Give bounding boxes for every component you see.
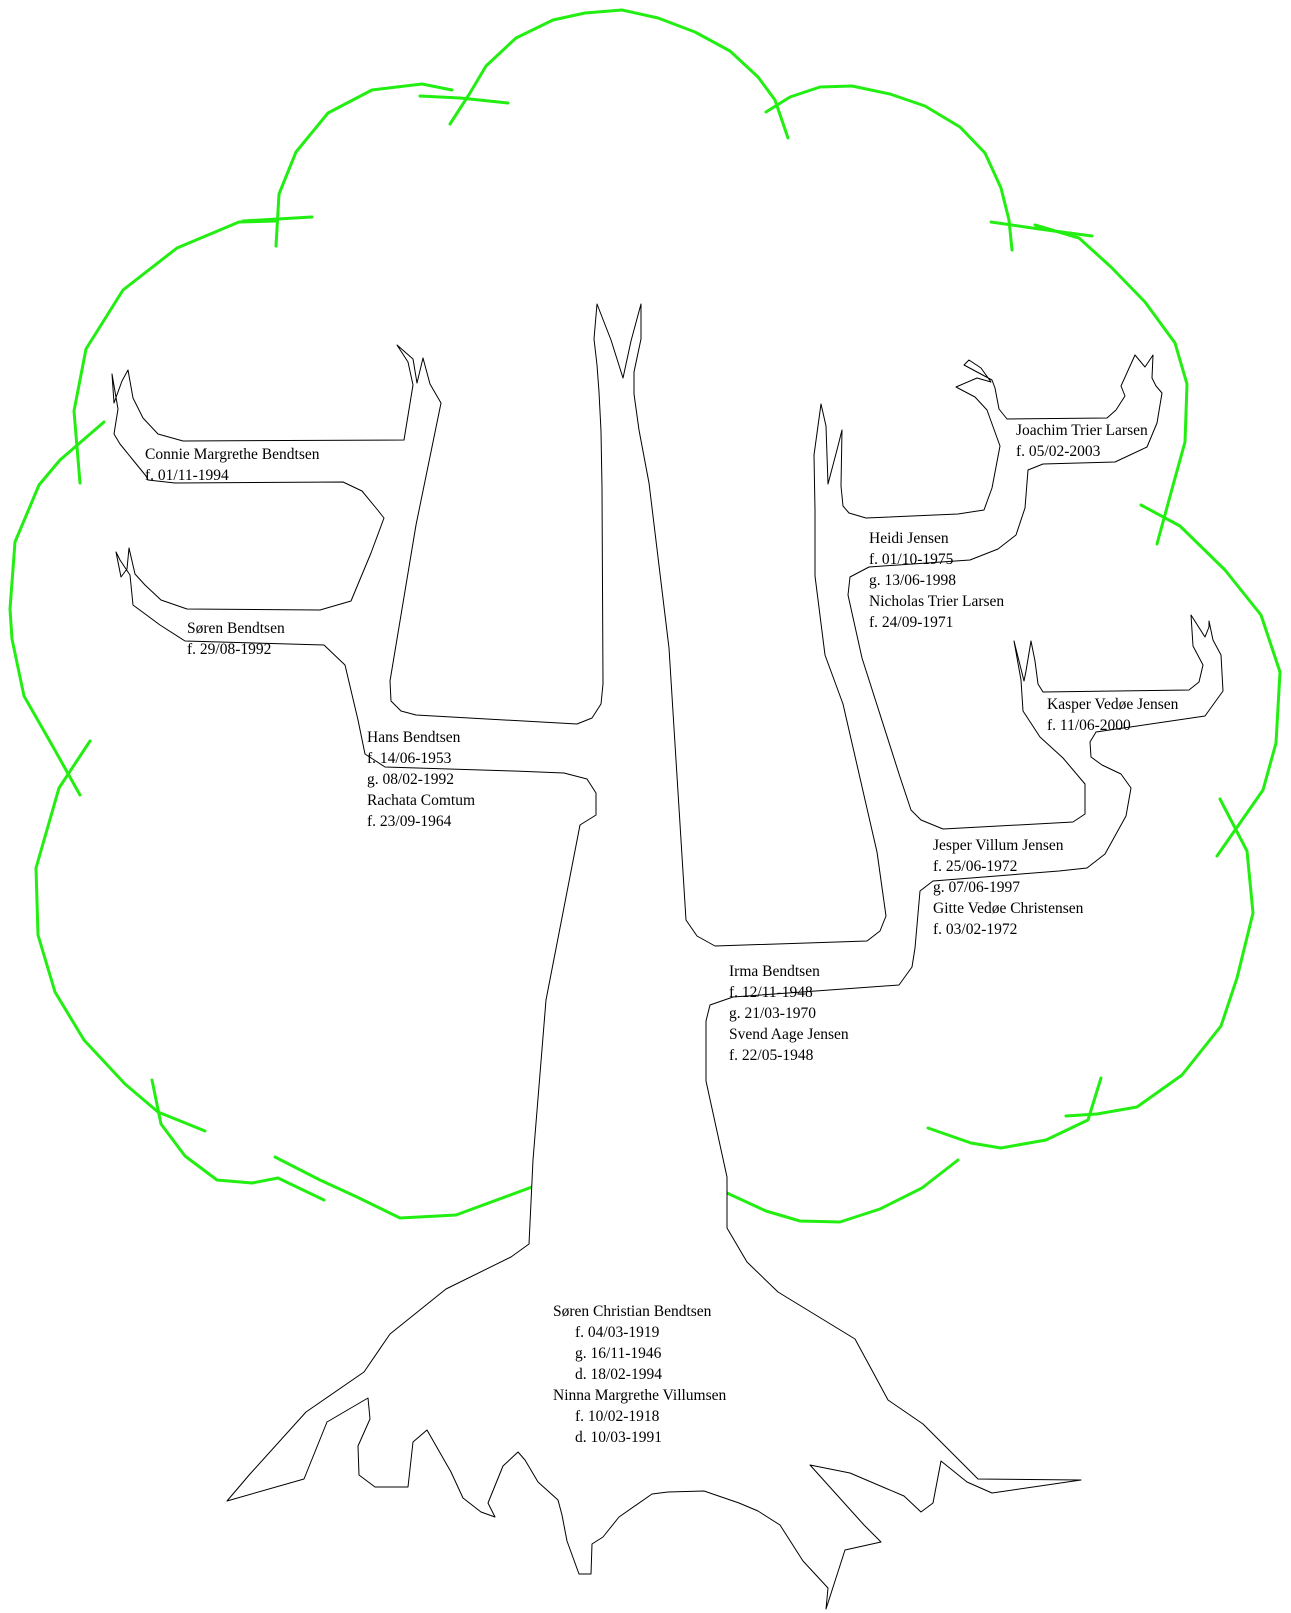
person-irma-birth: f. 12/11-1948 — [729, 984, 813, 1001]
person-heidi-name: Heidi Jensen — [869, 530, 949, 547]
person-soren: Søren Bendtsen f. 29/08-1992 — [187, 620, 285, 658]
person-joachim-name: Joachim Trier Larsen — [1016, 422, 1148, 439]
person-joachim-birth: f. 05/02-2003 — [1016, 443, 1101, 460]
person-heidi-marriage: g. 13/06-1998 — [869, 572, 956, 589]
person-kasper-birth: f. 11/06-2000 — [1047, 717, 1131, 734]
person-hans-name: Hans Bendtsen — [367, 729, 461, 746]
person-root-death: d. 18/02-1994 — [575, 1366, 662, 1383]
person-root-birth: f. 04/03-1919 — [575, 1324, 660, 1341]
person-hans: Hans Bendtsen f. 14/06-1953 g. 08/02-199… — [367, 729, 475, 830]
person-root-spouse-death: d. 10/03-1991 — [575, 1429, 662, 1446]
person-connie: Connie Margrethe Bendtsen f. 01/11-1994 — [145, 446, 320, 484]
person-irma-spouse-birth: f. 22/05-1948 — [729, 1047, 814, 1064]
person-jesper-birth: f. 25/06-1972 — [933, 858, 1017, 875]
person-jesper-spouse: Gitte Vedøe Christensen — [933, 900, 1084, 917]
person-jesper: Jesper Villum Jensen f. 25/06-1972 g. 07… — [933, 837, 1084, 938]
person-root-spouse: Ninna Margrethe Villumsen — [553, 1387, 727, 1404]
person-hans-spouse-birth: f. 23/09-1964 — [367, 813, 452, 830]
person-heidi-spouse: Nicholas Trier Larsen — [869, 593, 1004, 610]
person-heidi: Heidi Jensen f. 01/10-1975 g. 13/06-1998… — [869, 530, 1004, 631]
person-joachim: Joachim Trier Larsen f. 05/02-2003 — [1016, 422, 1148, 460]
person-kasper: Kasper Vedøe Jensen f. 11/06-2000 — [1047, 696, 1179, 734]
person-heidi-birth: f. 01/10-1975 — [869, 551, 954, 568]
person-root: Søren Christian Bendtsen f. 04/03-1919 g… — [553, 1303, 727, 1446]
person-root-marriage: g. 16/11-1946 — [575, 1345, 662, 1362]
person-hans-marriage: g. 08/02-1992 — [367, 771, 454, 788]
person-heidi-spouse-birth: f. 24/09-1971 — [869, 614, 953, 631]
person-irma-name: Irma Bendtsen — [729, 963, 820, 980]
person-jesper-spouse-birth: f. 03/02-1972 — [933, 921, 1017, 938]
person-irma-spouse: Svend Aage Jensen — [729, 1026, 849, 1043]
person-root-spouse-birth: f. 10/02-1918 — [575, 1408, 660, 1425]
person-soren-birth: f. 29/08-1992 — [187, 641, 271, 658]
tree-trunk — [111, 303, 1224, 1610]
person-kasper-name: Kasper Vedøe Jensen — [1047, 696, 1179, 713]
person-irma: Irma Bendtsen f. 12/11-1948 g. 21/03-197… — [729, 963, 849, 1064]
person-hans-birth: f. 14/06-1953 — [367, 750, 452, 767]
person-root-name: Søren Christian Bendtsen — [553, 1303, 712, 1320]
person-hans-spouse: Rachata Comtum — [367, 792, 475, 809]
tree-crown — [8, 8, 1282, 1224]
person-jesper-name: Jesper Villum Jensen — [933, 837, 1064, 854]
person-connie-birth: f. 01/11-1994 — [145, 467, 229, 484]
person-connie-name: Connie Margrethe Bendtsen — [145, 446, 320, 463]
person-soren-name: Søren Bendtsen — [187, 620, 285, 637]
person-jesper-marriage: g. 07/06-1997 — [933, 879, 1020, 896]
person-irma-marriage: g. 21/03-1970 — [729, 1005, 816, 1022]
